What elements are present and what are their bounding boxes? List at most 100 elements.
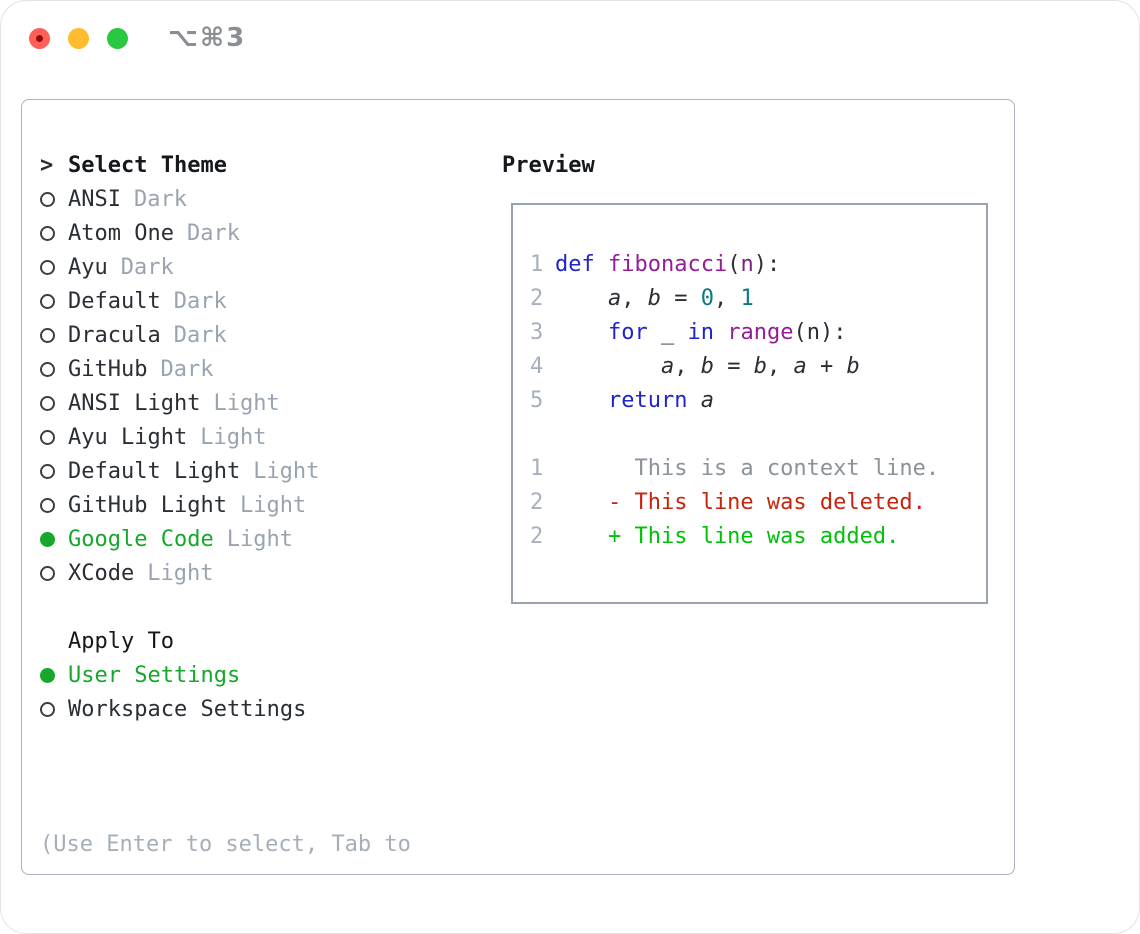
preview-line-deleted: 2 - This line was deleted. [530, 486, 986, 520]
theme-variant-badge: Dark [173, 322, 227, 348]
spacer [40, 726, 490, 760]
theme-name: Ayu Light [68, 424, 188, 450]
theme-name: XCode [68, 560, 135, 586]
theme-variant-badge: Light [226, 526, 293, 552]
minimize-button[interactable] [68, 28, 89, 49]
theme-variant-badge: Light [253, 458, 320, 484]
radio-mark [40, 463, 68, 479]
close-dot-icon [36, 35, 43, 42]
apply-option-workspace-settings[interactable]: Workspace Settings [40, 692, 490, 726]
radio-mark [40, 531, 68, 547]
theme-option-atom-one-dark[interactable]: Atom One Dark [40, 216, 490, 250]
theme-name: ANSI Light [68, 390, 201, 416]
radio-mark [40, 429, 68, 445]
theme-name: GitHub Light [68, 492, 227, 518]
radio-mark [40, 293, 68, 309]
radio-mark [40, 701, 68, 717]
preview-line-context: 1 This is a context line. [530, 452, 986, 486]
theme-name: Google Code [68, 526, 214, 552]
theme-option-github-light-light[interactable]: GitHub Light Light [40, 488, 490, 522]
theme-option-dracula-dark[interactable]: Dracula Dark [40, 318, 490, 352]
line-number: 5 [530, 388, 544, 413]
spacer [40, 590, 490, 624]
theme-name: Atom One [68, 220, 174, 246]
theme-name: ANSI [68, 186, 121, 212]
line-number: 1 [530, 252, 544, 277]
help-line-2: change focus) [40, 930, 490, 933]
theme-option-default-dark[interactable]: Default Dark [40, 284, 490, 318]
theme-name: GitHub [68, 356, 148, 382]
radio-mark [40, 497, 68, 513]
radio-unselected-icon [40, 565, 55, 581]
line-number: 2 [530, 524, 544, 549]
theme-name: Dracula [68, 322, 161, 348]
radio-unselected-icon [40, 327, 55, 343]
radio-mark [40, 327, 68, 343]
theme-variant-badge: Dark [186, 220, 240, 246]
radio-unselected-icon [40, 361, 55, 377]
theme-name: Default [68, 288, 161, 314]
theme-variant-badge: Dark [133, 186, 187, 212]
theme-option-google-code-light[interactable]: Google Code Light [40, 522, 490, 556]
radio-mark [40, 225, 68, 241]
theme-name: Ayu [68, 254, 108, 280]
radio-mark [40, 667, 68, 683]
preview-line-code: 4 a, b = b, a + b [530, 350, 986, 384]
radio-unselected-icon [40, 701, 55, 717]
help-text: (Use Enter to select, Tab to change focu… [40, 760, 490, 933]
radio-unselected-icon [40, 463, 55, 479]
theme-variant-badge: Dark [160, 356, 214, 382]
theme-option-ansi-light-light[interactable]: ANSI Light Light [40, 386, 490, 420]
radio-mark [40, 395, 68, 411]
traffic-lights [29, 28, 128, 49]
radio-unselected-icon [40, 259, 55, 275]
theme-option-ayu-dark[interactable]: Ayu Dark [40, 250, 490, 284]
line-number: 2 [530, 286, 544, 311]
select-theme-header: > Select Theme [40, 148, 490, 182]
radio-unselected-icon [40, 293, 55, 309]
preview-line-added: 2 + This line was added. [530, 520, 986, 554]
theme-option-ayu-light-light[interactable]: Ayu Light Light [40, 420, 490, 454]
apply-to-label: Apply To [68, 628, 174, 654]
theme-variant-badge: Dark [120, 254, 174, 280]
radio-unselected-icon [40, 225, 55, 241]
prompt-caret: > [40, 152, 54, 178]
line-number: 2 [530, 490, 544, 515]
apply-option-label: User Settings [68, 662, 241, 688]
radio-mark [40, 565, 68, 581]
preview-line-code: 5 return a [530, 384, 986, 418]
close-button[interactable] [29, 28, 50, 49]
theme-option-github-dark[interactable]: GitHub Dark [40, 352, 490, 386]
window-title: ⌥⌘3 [168, 23, 247, 53]
apply-option-user-settings[interactable]: User Settings [40, 658, 490, 692]
apply-to-header: Apply To [40, 624, 490, 658]
radio-selected-icon [40, 667, 55, 683]
theme-variant-badge: Light [213, 390, 280, 416]
theme-variant-badge: Light [200, 424, 267, 450]
radio-mark [40, 361, 68, 377]
zoom-button[interactable] [107, 28, 128, 49]
preview-line-blank [530, 418, 986, 452]
line-number: 4 [530, 354, 544, 379]
theme-option-xcode-light[interactable]: XCode Light [40, 556, 490, 590]
radio-mark [40, 259, 68, 275]
preview-line-code: 2 a, b = 0, 1 [530, 282, 986, 316]
radio-unselected-icon [40, 429, 55, 445]
radio-unselected-icon [40, 191, 55, 207]
theme-variant-badge: Light [239, 492, 307, 518]
theme-variant-badge: Dark [173, 288, 227, 314]
radio-mark [40, 191, 68, 207]
theme-variant-badge: Light [147, 560, 214, 586]
radio-unselected-icon [40, 395, 55, 411]
theme-option-ansi-dark[interactable]: ANSI Dark [40, 182, 490, 216]
titlebar: ⌥⌘3 [1, 1, 1139, 77]
